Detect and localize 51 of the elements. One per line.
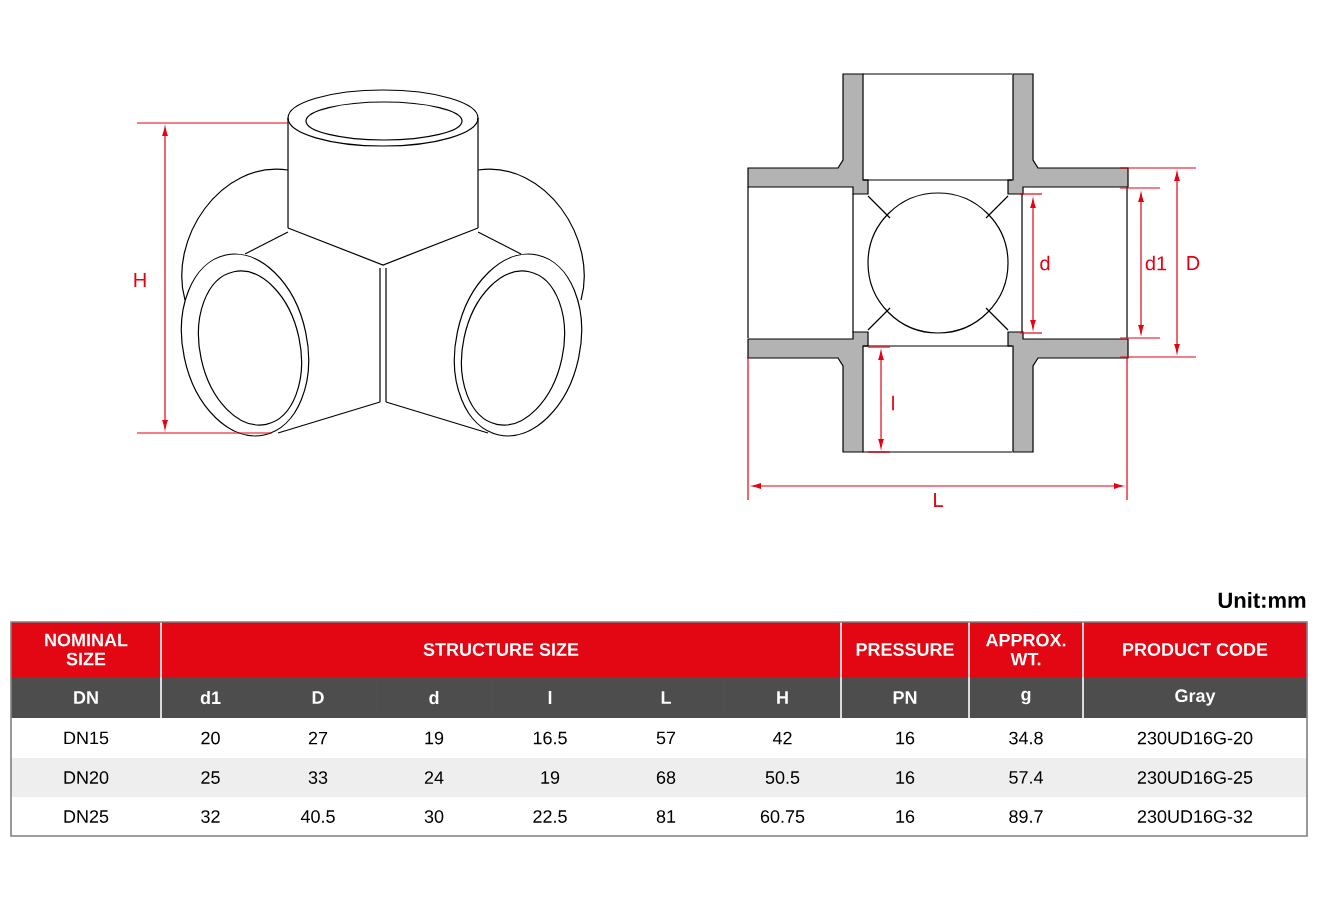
- table-cell: DN20: [64, 771, 109, 784]
- table-cell: 33: [308, 771, 328, 784]
- table-cell: 30: [424, 810, 444, 823]
- table-cell: 81: [656, 810, 676, 823]
- table-cell: 60.75: [760, 810, 805, 823]
- header-cell: H: [724, 677, 841, 718]
- header-cell: PRODUCT CODE: [1083, 622, 1307, 677]
- dimension-label: H: [134, 273, 146, 287]
- header-cell: d: [376, 677, 492, 718]
- dimension-label: d: [1040, 255, 1050, 271]
- table-cell: 16: [896, 731, 915, 745]
- dimension-label: D: [1187, 256, 1200, 270]
- header-cell: l: [492, 677, 608, 718]
- dimension-label: d1: [1145, 255, 1167, 271]
- table-cell: DN15: [64, 731, 109, 745]
- header-cell: L: [608, 677, 724, 718]
- header-cell: NOMINAL SIZE: [11, 622, 161, 677]
- header-cell: Gray: [1083, 677, 1307, 718]
- table-cell: 16: [896, 771, 915, 784]
- table-cell: 19: [541, 771, 560, 784]
- header-cell: APPROX. WT.: [969, 622, 1083, 677]
- table-cell: 19: [425, 731, 444, 745]
- header-cell: D: [260, 677, 376, 718]
- unit-note: Unit:mm: [1218, 591, 1306, 609]
- table-cell: DN25: [64, 810, 109, 823]
- table-cell: 32: [201, 810, 220, 823]
- header-cell: g: [969, 677, 1083, 718]
- table-cell: 16.5: [533, 731, 567, 745]
- header-cell: d1: [161, 677, 260, 718]
- table-cell: 22.5: [533, 810, 567, 823]
- header-cell: PRESSURE: [841, 622, 969, 677]
- table-cell: 34.8: [1009, 731, 1043, 745]
- table-cell: 230UD16G-20: [1137, 731, 1253, 745]
- table-cell: 42: [772, 731, 792, 745]
- table-cell: 230UD16G-25: [1137, 771, 1253, 784]
- dimension-label: L: [934, 493, 943, 507]
- table-cell: 230UD16G-32: [1137, 810, 1253, 823]
- table-cell: 16: [896, 810, 915, 823]
- table-cell: 27: [308, 731, 328, 745]
- table-cell: 20: [201, 731, 220, 745]
- table-cell: 24: [424, 771, 444, 784]
- dimension-label: l: [892, 395, 894, 411]
- header-cell: PN: [841, 677, 969, 718]
- header-cell: DN: [11, 677, 161, 718]
- table-cell: 57.4: [1009, 771, 1043, 784]
- table-cell: 57: [656, 731, 676, 745]
- table-cell: 40.5: [300, 810, 335, 823]
- table-cell: 25: [201, 771, 220, 784]
- table-cell: 89.7: [1009, 810, 1043, 823]
- table-cell: 68: [656, 771, 676, 784]
- table-cell: 50.5: [765, 771, 800, 784]
